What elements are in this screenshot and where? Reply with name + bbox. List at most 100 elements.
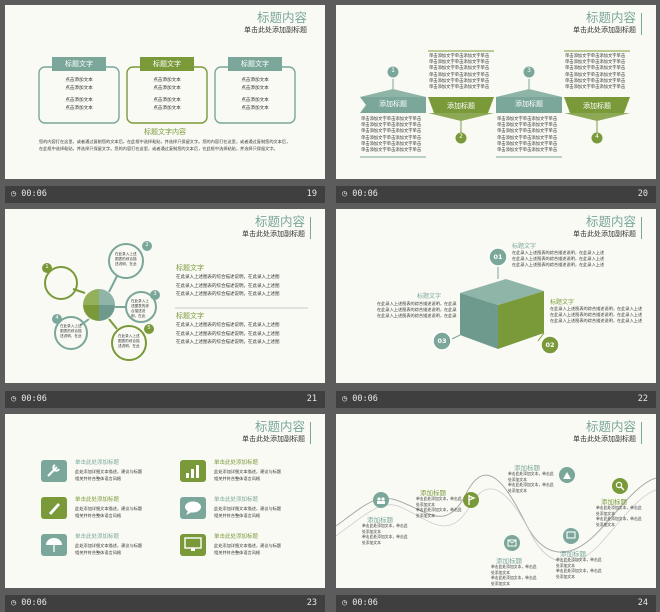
- slide-title: 标题内容: [585, 419, 636, 434]
- mail-icon: [504, 535, 520, 551]
- clock-icon: ◷ 00:06: [342, 394, 378, 404]
- step-text: 单击添加文字单击添加文字单击单击添加文字单击添加文字单击单击添加文字单击添加文字…: [565, 54, 626, 91]
- slide-title: 标题内容: [585, 214, 636, 229]
- step-desc: 单击此处添加文本，单击此处添加文本单击此处添加文本，单击此处添加文本: [416, 496, 462, 518]
- slide-title-block: 标题内容 单击此处添加副标题: [242, 419, 311, 444]
- slide-23[interactable]: 标题内容 单击此处添加副标题 单击此处添加标题 此处添加详细文本描述，建议与标题…: [5, 414, 325, 588]
- section-paragraph: 在此录入上述图表的综合描述说明，在此录入上述图在此录入上述图表的综合描述说明，在…: [176, 275, 280, 297]
- clock-icon: ◷ 00:06: [11, 598, 47, 608]
- slide-bar-21: ◷ 00:06 21: [5, 391, 325, 408]
- slide-title: 标题内容: [254, 214, 305, 229]
- badge: 3: [153, 291, 157, 297]
- box-label: 标题文字: [241, 60, 269, 68]
- section-paragraph: 在此录入上述图表的综合描述说明，在此录入上述图在此录入上述图表的综合描述说明，在…: [176, 323, 280, 345]
- slide-title-block: 标题内容 单击此处添加副标题: [573, 10, 642, 35]
- step-label: 添加标题: [367, 516, 393, 524]
- slide-subtitle: 单击此处添加副标题: [573, 435, 636, 443]
- slide-20[interactable]: 标题内容 单击此处添加副标题 1 2 3 4 添加标题 添加标题 添加标题 添加…: [336, 5, 656, 179]
- feature-item: 单击此处添加标题 此处添加详细文本描述，建议与标题 相关并符合整体语言风格: [214, 460, 282, 481]
- slide-title-block: 标题内容 单击此处添加副标题: [242, 214, 311, 239]
- step-text: 单击添加文字单击添加文字单击单击添加文字单击添加文字单击单击添加文字单击添加文字…: [429, 54, 490, 91]
- feature-item: 单击此处添加标题 此处添加详细文本描述，建议与标题 相关并符合整体语言风格: [75, 460, 143, 481]
- feature-item: 单击此处添加标题 此处添加详细文本描述，建议与标题 相关并符合整体语言风格: [75, 534, 143, 555]
- clock-icon: ◷ 00:06: [11, 394, 47, 404]
- slide-22[interactable]: 标题内容 单击此处添加副标题 01 03 02 标题文字 在此录入上述图表的综合…: [336, 209, 656, 383]
- item-label: 标题文字: [512, 243, 537, 250]
- flag-icon: [463, 492, 479, 508]
- bar-chart-icon: [180, 460, 206, 482]
- box-label: 标题文字: [65, 60, 93, 68]
- feature-item: 单击此处添加标题 此处添加详细文本描述，建议与标题 相关并符合整体语言风格: [214, 534, 282, 555]
- landscape-icon: [559, 467, 575, 483]
- step-number: 1: [391, 67, 395, 74]
- slide-bar-20: ◷ 00:06 20: [336, 186, 656, 203]
- tab-label: 添加标题: [447, 102, 475, 110]
- slide-number: 20: [637, 189, 648, 199]
- slide-bar-23: ◷ 00:06 23: [5, 595, 325, 612]
- monitor-icon: [180, 534, 206, 556]
- step-number: 4: [595, 133, 599, 140]
- wrench-icon: [41, 460, 67, 482]
- slide-number: 19: [306, 189, 317, 199]
- step-desc: 单击此处添加文本，单击此处添加文本单击此处添加文本，单击此处添加文本: [491, 564, 537, 586]
- slide-22-cube: [432, 247, 560, 355]
- pen-icon: [41, 497, 67, 519]
- step-number: 02: [545, 341, 555, 349]
- box-label: 标题文字: [153, 60, 181, 68]
- step-number: 01: [493, 253, 503, 261]
- slide-title-block: 标题内容 单击此处添加副标题: [244, 10, 307, 35]
- team-icon: [373, 492, 389, 508]
- slide-title: 标题内容: [256, 10, 307, 25]
- circle-text: 在此录入上述图表的综合描述说明，在此: [131, 299, 149, 318]
- step-number: 2: [459, 133, 463, 140]
- chat-bubble-icon: [180, 497, 206, 519]
- feature-item: 单击此处添加标题 此处添加详细文本描述，建议与标题 相关并符合整体语言风格: [75, 497, 143, 518]
- slide-subtitle: 单击此处添加副标题: [573, 230, 636, 238]
- badge: 4: [55, 315, 59, 321]
- slide-21[interactable]: 标题内容 单击此处添加副标题 1 2 3 4 5 在此录入上述图表的综合描述说明…: [5, 209, 325, 383]
- section-heading: 标题文字: [176, 312, 204, 320]
- slide-subtitle: 单击此处添加副标题: [244, 26, 307, 34]
- slide-title: 标题内容: [585, 10, 636, 25]
- step-text: 单击添加文字单击添加文字单击单击添加文字单击添加文字单击单击添加文字单击添加文字…: [497, 117, 558, 154]
- step-label: 添加标题: [560, 550, 586, 558]
- slide-title-block: 标题内容 单击此处添加副标题: [573, 419, 642, 444]
- step-label: 添加标题: [420, 489, 446, 497]
- circle-text: 在此录入上述图表的综合描述说明，在此: [115, 252, 137, 266]
- slide-number: 23: [306, 598, 317, 608]
- item-label: 标题文字: [417, 293, 442, 300]
- monitor-icon: [563, 528, 579, 544]
- slide-subtitle: 单击此处添加副标题: [242, 435, 305, 443]
- step-text: 单击添加文字单击添加文字单击单击添加文字单击添加文字单击单击添加文字单击添加文字…: [361, 117, 422, 154]
- badge: 2: [145, 242, 149, 248]
- step-number: 3: [527, 67, 531, 74]
- tab-label: 添加标题: [379, 100, 407, 108]
- slide-number: 22: [637, 394, 648, 404]
- item-desc: 在此录入上述图表的综合描述说明，在此录入上述图表在此录入上述图表的综合描述说明，…: [377, 301, 457, 318]
- feature-item: 单击此处添加标题 此处添加详细文本描述，建议与标题 相关并符合整体语言风格: [214, 497, 282, 518]
- step-desc: 单击此处添加文本，单击此处添加文本单击此处添加文本，单击此处添加文本: [556, 557, 602, 579]
- step-label: 添加标题: [601, 498, 627, 506]
- step-number: 03: [437, 337, 447, 345]
- slide-19-boxes: [38, 57, 296, 124]
- umbrella-icon: [41, 534, 67, 556]
- tab-label: 添加标题: [515, 100, 543, 108]
- step-desc: 单击此处添加文本，单击此处添加文本单击此处添加文本，单击此处添加文本: [596, 505, 642, 527]
- slide-title: 标题内容: [254, 419, 305, 434]
- step-desc: 单击此处添加文本，单击此处添加文本单击此处添加文本，单击此处添加文本: [362, 523, 408, 545]
- clock-icon: ◷ 00:06: [342, 598, 378, 608]
- slide-number: 21: [306, 394, 317, 404]
- box-text: 点击添加文本点击添加文本点击添加文本点击添加文本: [241, 78, 269, 111]
- circle-text: 在此录入上述图表的综合描述说明，在此: [118, 334, 140, 348]
- section-heading: 标题文字: [176, 264, 204, 272]
- slide-24[interactable]: 标题内容 单击此处添加副标题 添加标题 单击此处添加文本，单击此处添加文本单击此…: [336, 414, 656, 588]
- search-icon: [612, 478, 628, 494]
- slide-20-timeline: [360, 50, 630, 158]
- tab-label: 添加标题: [583, 102, 611, 110]
- item-label: 标题文字: [550, 299, 575, 306]
- slide-19[interactable]: 标题内容 单击此处添加副标题 标题文字 标题文字 标题文字 点击添加文本点击添加…: [5, 5, 325, 179]
- slide-bar-22: ◷ 00:06 22: [336, 391, 656, 408]
- step-desc: 单击此处添加文本，单击此处添加文本单击此处添加文本，单击此处添加文本: [508, 471, 554, 493]
- badge: 5: [147, 325, 151, 331]
- slide-subtitle: 单击此处添加副标题: [242, 230, 305, 238]
